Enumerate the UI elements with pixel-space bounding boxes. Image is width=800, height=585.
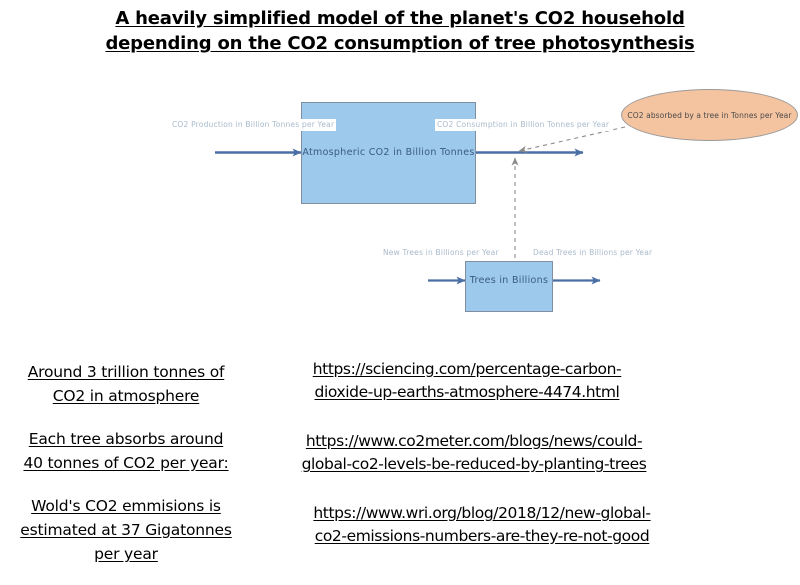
source-link-line[interactable]: dioxide-up-earths-atmosphere-4474.html [314,383,620,401]
page-title: A heavily simplified model of the planet… [0,6,800,56]
source-link-line[interactable]: https://www.wri.org/blog/2018/12/new-glo… [313,504,651,522]
flow-label-dead-trees: Dead Trees in Billions per Year [531,247,655,259]
flow-label-co2-consumption: CO2 Consumption in Billion Tonnes per Ye… [435,119,612,131]
variable-ellipse-co2-absorbed[interactable]: CO2 absorbed by a tree in Tonnes per Yea… [621,89,798,141]
note-line: estimated at 37 Gigatonnes [20,521,232,539]
links-column: https://sciencing.com/percentage-carbon-… [252,358,682,574]
note-item: Around 3 trillion tonnes of CO2 in atmos… [6,360,246,408]
title-line-2: depending on the CO2 consumption of tree… [105,33,695,54]
source-link[interactable]: https://www.co2meter.com/blogs/news/coul… [252,430,682,476]
note-line: Around 3 trillion tonnes of [27,363,225,381]
diagram-canvas: A heavily simplified model of the planet… [0,6,800,563]
stock-label-trees: Trees in Billions [469,275,549,286]
source-link-line[interactable]: global-co2-levels-be-reduced-by-planting… [301,455,647,473]
flow-label-co2-production: CO2 Production in Billion Tonnes per Yea… [170,119,337,131]
note-line: Wold's CO2 emmisions is [31,497,221,515]
source-link-line[interactable]: https://sciencing.com/percentage-carbon- [312,360,622,378]
source-link[interactable]: https://www.wri.org/blog/2018/12/new-glo… [252,502,682,548]
source-link[interactable]: https://sciencing.com/percentage-carbon-… [252,358,682,404]
stock-box-atmospheric-co2[interactable]: Atmospheric CO2 in Billion Tonnes [301,102,476,204]
stock-box-trees[interactable]: Trees in Billions [465,261,553,312]
stock-label-atmospheric-co2: Atmospheric CO2 in Billion Tonnes [302,147,475,158]
source-link-line[interactable]: co2-emissions-numbers-are-they-re-not-go… [314,527,650,545]
source-link-line[interactable]: https://www.co2meter.com/blogs/news/coul… [305,432,643,450]
note-item: Wold's CO2 emmisions is estimated at 37 … [6,494,246,566]
note-line: 40 tonnes of CO2 per year: [23,454,229,472]
note-line: per year [94,545,158,563]
title-line-1: A heavily simplified model of the planet… [115,8,685,29]
note-line: Each tree absorbs around [28,430,224,448]
flow-label-new-trees: New Trees in Billions per Year [381,247,501,259]
note-line: CO2 in atmosphere [52,387,200,405]
notes-column: Around 3 trillion tonnes of CO2 in atmos… [6,360,246,585]
note-item: Each tree absorbs around 40 tonnes of CO… [6,427,246,475]
variable-label-co2-absorbed: CO2 absorbed by a tree in Tonnes per Yea… [627,110,792,120]
